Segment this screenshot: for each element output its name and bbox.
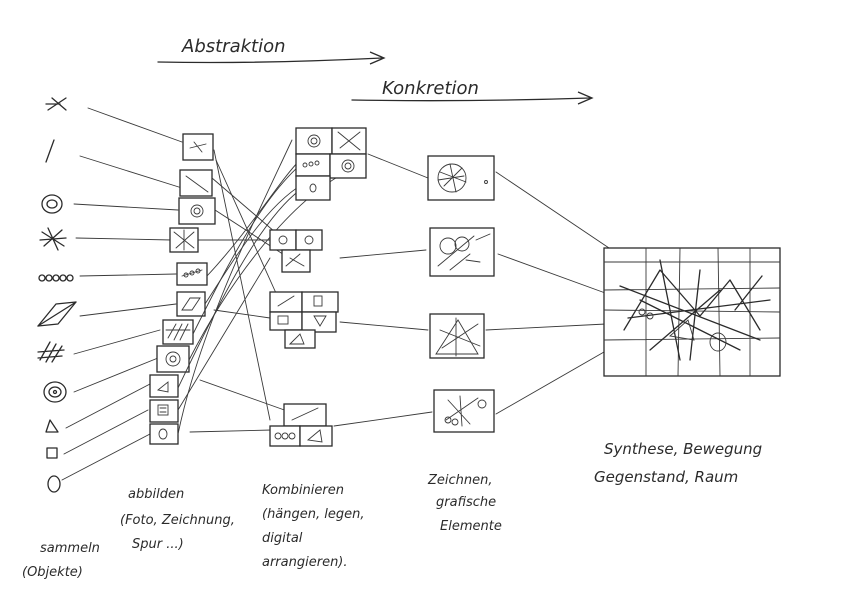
drawing-box-1 bbox=[427, 155, 495, 201]
depicted-box-triangle bbox=[149, 374, 179, 398]
drawing-box-3 bbox=[429, 313, 485, 359]
caption-synthese-line-1: Synthese, Bewegung bbox=[604, 440, 762, 458]
depicted-box-square bbox=[149, 399, 179, 423]
abstraktion-arrowhead bbox=[369, 51, 386, 65]
hatch-icon bbox=[37, 341, 65, 363]
depicted-box-oval bbox=[149, 423, 179, 445]
connectors-collect-to-depict bbox=[61, 107, 183, 481]
caption-zeichnen-line-1: Zeichnen, bbox=[427, 473, 493, 488]
bead-chain-icon bbox=[38, 274, 74, 282]
depicted-box-beads bbox=[176, 262, 208, 286]
combination-group-3 bbox=[269, 291, 339, 349]
abstraktion-header: Abstraktion bbox=[157, 36, 386, 65]
caption-synthese-line-2: Gegenstand, Raum bbox=[594, 468, 738, 486]
caption-kombinieren-line-3: digital bbox=[262, 531, 303, 546]
caption-sammeln-line-2: (Objekte) bbox=[22, 565, 83, 580]
depicted-box-coil bbox=[156, 345, 190, 373]
crossed-scribble-icon bbox=[39, 227, 67, 251]
oval-icon bbox=[47, 475, 61, 493]
depicted-box-stick bbox=[179, 169, 213, 197]
depicted-box-hatch bbox=[162, 319, 194, 345]
drawing-box-4 bbox=[433, 389, 495, 433]
caption-abbilden-line-3: Spur ...) bbox=[132, 537, 184, 552]
caption-synthese: Synthese, Bewegung Gegenstand, Raum bbox=[594, 440, 762, 486]
triangle-icon bbox=[45, 419, 59, 433]
caption-zeichnen: Zeichnen, grafische Elemente bbox=[427, 473, 502, 534]
abstraktion-label: Abstraktion bbox=[181, 36, 286, 57]
connectors-combine-to-draw bbox=[333, 153, 433, 427]
caption-abbilden-line-2: (Foto, Zeichnung, bbox=[120, 513, 235, 528]
caption-abbilden-line-1: abbilden bbox=[128, 487, 184, 502]
connectors-draw-to-synthesis bbox=[485, 171, 613, 415]
combination-group-2 bbox=[269, 229, 323, 273]
caption-kombinieren: Kombinieren (hängen, legen, digital arra… bbox=[262, 483, 365, 570]
depicted-column bbox=[149, 133, 216, 445]
depicted-box-spiral bbox=[178, 197, 216, 225]
depicted-box-scissors bbox=[182, 133, 214, 161]
caption-sammeln-line-1: sammeln bbox=[40, 541, 100, 556]
caption-kombinieren-line-1: Kombinieren bbox=[262, 483, 344, 498]
drawing-box-2 bbox=[429, 227, 495, 277]
abstraktion-arrow bbox=[157, 57, 383, 64]
coil-icon bbox=[43, 381, 67, 403]
caption-zeichnen-line-2: grafische bbox=[436, 495, 496, 510]
square-icon bbox=[46, 447, 58, 459]
konkretion-arrow bbox=[351, 97, 591, 102]
combination-column bbox=[269, 127, 367, 447]
konkretion-label: Konkretion bbox=[382, 78, 479, 99]
combination-group-1 bbox=[295, 127, 367, 201]
combination-group-4 bbox=[269, 403, 333, 447]
scissors-icon bbox=[45, 97, 67, 111]
konkretion-header: Konkretion bbox=[351, 78, 594, 105]
diamond-icon bbox=[37, 301, 77, 327]
drawing-column bbox=[427, 155, 495, 433]
caption-kombinieren-line-4: arrangieren). bbox=[262, 555, 348, 570]
synthesis-box bbox=[603, 247, 781, 377]
caption-abbilden: abbilden (Foto, Zeichnung, Spur ...) bbox=[120, 487, 235, 552]
konkretion-arrowhead bbox=[577, 91, 594, 105]
depicted-box-diamond bbox=[176, 291, 206, 317]
caption-kombinieren-line-2: (hängen, legen, bbox=[262, 507, 365, 522]
caption-sammeln: sammeln (Objekte) bbox=[22, 541, 100, 580]
collected-objects bbox=[37, 97, 77, 493]
depicted-box-scribble bbox=[169, 227, 199, 253]
spiral-icon bbox=[41, 194, 63, 214]
stick-icon bbox=[45, 139, 55, 163]
caption-zeichnen-line-3: Elemente bbox=[440, 519, 502, 534]
